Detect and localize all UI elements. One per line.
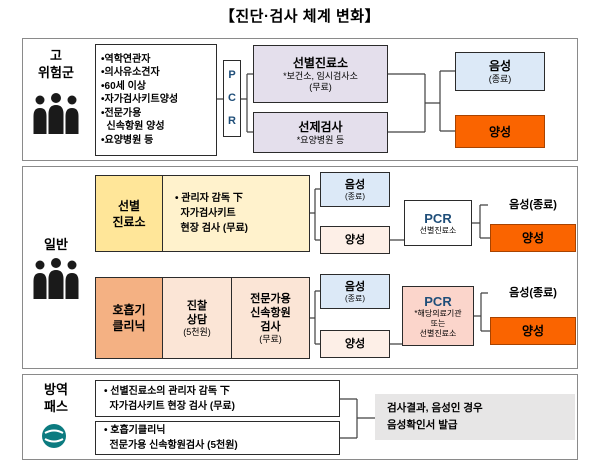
flowB-rat-box: 전문가용 신속항원 검사 (무료)	[231, 277, 310, 359]
pass-method2-box: • 호흡기클리닉 전문가용 신속항원검사 (5천원)	[95, 421, 340, 455]
positive-label: 양성	[344, 234, 366, 246]
criteria-item: •역학연관자	[101, 53, 151, 65]
s1-positive-box: 양성	[455, 115, 545, 148]
screening-center-title: 선별진료소	[292, 56, 349, 70]
flowB-negative-final: 음성(종료)	[509, 287, 557, 299]
high-risk-label: 고 위험군	[38, 48, 74, 80]
pcr-strip-box: P C R	[223, 60, 241, 137]
flowA-negative-box: 음성 (종료)	[320, 172, 390, 207]
criteria-item: •전문가용 신속항원 양성	[101, 107, 165, 133]
screening-center-note: *보건소, 임시검사소 (무료)	[283, 71, 358, 92]
flowA-positive-mid-box: 양성	[320, 226, 390, 254]
rat-label: 전문가용 신속항원 검사	[250, 292, 291, 333]
flowB-positive-mid-box: 양성	[320, 330, 390, 358]
flowB-negative-box: 음성 (종료)	[320, 274, 390, 309]
pcr-label: PCR	[424, 293, 452, 309]
positive-label: 양성	[344, 338, 366, 350]
pass-result-box: 검사결과, 음성인 경우 음성확인서 발급	[375, 394, 575, 440]
negative-label: 음성	[488, 59, 512, 73]
screening-center-box: 선별진료소 *보건소, 임시검사소 (무료)	[253, 45, 388, 103]
quarantine-pass-label: 방역 패스	[44, 382, 68, 414]
pass-method1-box: • 선별진료소의 관리자 감독 下 자가검사키트 현장 검사 (무료)	[95, 380, 340, 417]
criteria-item: •자가검사키트양성	[101, 94, 179, 106]
flowB-clinic-label: 호흡기 클리닉	[112, 303, 146, 333]
pcr-strip-label: P C R	[228, 69, 236, 127]
terminate-label: (종료)	[344, 293, 366, 303]
preemptive-test-note: *요양병원 등	[296, 135, 345, 145]
criteria-item: •60세 이상	[101, 80, 147, 92]
terminate-label: (종료)	[344, 191, 366, 201]
preemptive-test-title: 선제검사	[298, 120, 343, 134]
flowA-pcr-box: PCR 선별진료소	[404, 200, 472, 246]
flowA-negative-final: 음성(종료)	[509, 199, 557, 211]
flowA-screening-label: 선별 진료소	[112, 198, 146, 229]
flowA-screening-box: 선별 진료소	[95, 175, 163, 252]
flowA-desc-box: • 관리자 감독 下 자가검사키트 현장 검사 (무료)	[162, 175, 310, 252]
consult-fee: (5천원)	[183, 326, 211, 337]
high-risk-criteria-box: •역학연관자 •의사유소견자 •60세 이상 •자가검사키트양성 •전문가용 신…	[95, 44, 217, 156]
diagram-title: 【진단·검사 체계 변화】	[219, 8, 381, 25]
general-people-icon	[31, 257, 81, 304]
flowA-positive-final-box: 양성	[490, 224, 576, 252]
pass-result-text: 검사결과, 음성인 경우 음성확인서 발급	[387, 402, 483, 431]
quarantine-pass-icon	[41, 423, 67, 454]
positive-label: 양성	[521, 231, 545, 245]
pass-method2-text: • 호흡기클리닉 전문가용 신속항원검사 (5천원)	[104, 425, 238, 451]
s1-negative-box: 음성 (종료)	[455, 52, 545, 91]
criteria-item: •의사유소견자	[101, 67, 160, 79]
pcr-label: PCR	[424, 210, 452, 226]
negative-label: 음성	[344, 280, 366, 293]
negative-label: 음성	[344, 178, 366, 191]
positive-label: 양성	[488, 124, 512, 139]
rat-fee: (무료)	[259, 333, 282, 344]
consult-label: 진찰 상담	[186, 299, 208, 326]
flowB-consult-box: 진찰 상담 (5천원)	[162, 277, 232, 359]
pcr-location: 선별진료소	[419, 225, 457, 235]
terminate-label: (종료)	[488, 74, 512, 84]
flowB-clinic-box: 호흡기 클리닉	[95, 277, 163, 359]
general-label: 일반	[44, 237, 68, 252]
flowA-desc-text: • 관리자 감독 下 자가검사키트 현장 검사 (무료)	[175, 193, 248, 234]
pcr-location: *해당의료기관 또는 선별진료소	[414, 308, 462, 338]
flowB-pcr-box: PCR *해당의료기관 또는 선별진료소	[402, 286, 474, 346]
pass-method1-text: • 선별진료소의 관리자 감독 下 자가검사키트 현장 검사 (무료)	[104, 385, 235, 412]
high-risk-people-icon	[31, 92, 81, 139]
preemptive-test-box: 선제검사 *요양병원 등	[253, 112, 388, 153]
positive-label: 양성	[521, 324, 545, 338]
flowB-positive-final-box: 양성	[490, 317, 576, 345]
criteria-item: •요양병원 등	[101, 134, 154, 146]
